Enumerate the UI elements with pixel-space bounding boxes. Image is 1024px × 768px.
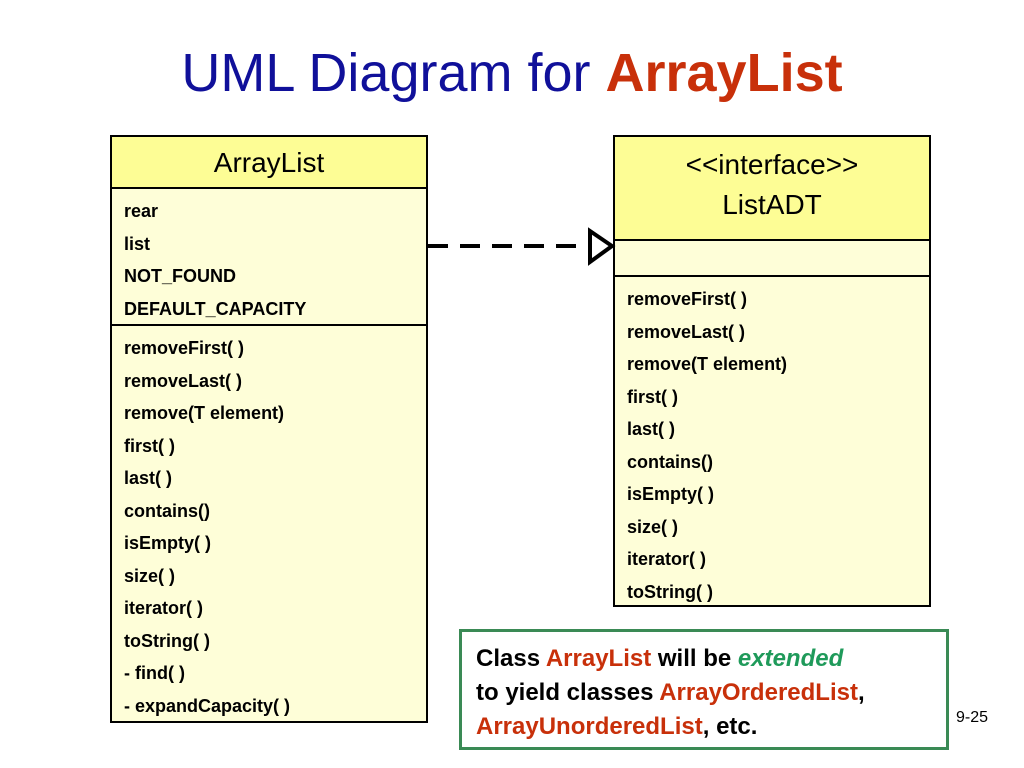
note-line-3: ArrayUnorderedList, etc. [476,710,932,744]
note-text: , [857,679,865,706]
note-text: , etc. [702,713,758,740]
note-class-name: ArrayUnorderedList [476,713,703,740]
note-line-1: Class ArrayList will be extended [476,642,932,676]
method-item: contains() [627,451,714,472]
method-item: last( ) [124,468,173,488]
note-class-name: ArrayOrderedList [659,679,858,706]
class-box-listadt: <<interface>> ListADT removeFirst( ) rem… [613,135,931,607]
title-highlight: ArrayList [605,43,843,103]
note-line-2: to yield classes ArrayOrderedList, [476,676,932,710]
attribute-item: rear [124,201,159,221]
methods-section: removeFirst( ) removeLast( ) remove(T el… [615,277,929,612]
page-number: 9-25 [956,709,989,726]
methods-section: removeFirst( ) removeLast( ) remove(T el… [112,326,426,726]
method-item: remove(T element) [124,403,285,423]
attributes-section [615,241,929,277]
class-name: ListADT [722,189,822,220]
attributes-section: rear list NOT_FOUND DEFAULT_CAPACITY [112,189,426,326]
class-box-arraylist: ArrayList rear list NOT_FOUND DEFAULT_CA… [110,135,428,723]
method-item: last( ) [627,419,676,439]
note-text: to yield classes [476,679,660,706]
method-item: toString( ) [124,630,210,651]
hollow-triangle-arrowhead [588,227,616,266]
class-header: <<interface>> ListADT [615,137,929,241]
note-class-name: ArrayList [545,645,652,672]
method-item: removeLast( ) [124,370,243,391]
title-prefix: UML Diagram for [181,43,606,103]
method-item: isEmpty( ) [627,484,715,504]
method-item: - expandCapacity( ) [124,695,291,716]
method-item: - find( ) [124,663,185,683]
slide-title: UML Diagram for ArrayList [0,42,1024,104]
attribute-item: NOT_FOUND [124,266,236,286]
method-item: isEmpty( ) [124,533,212,553]
method-item: remove(T element) [627,354,788,374]
method-item: size( ) [124,565,176,586]
class-name: ArrayList [112,137,426,189]
note-text: Class [476,645,546,672]
method-item: size( ) [627,516,679,537]
attribute-item: list [124,233,151,254]
method-item: iterator( ) [124,598,204,618]
attribute-item: DEFAULT_CAPACITY [124,298,307,319]
note-emphasis: extended [737,645,844,672]
note-text: will be [651,645,738,672]
method-item: removeFirst( ) [124,338,245,358]
method-item: removeFirst( ) [627,289,748,309]
method-item: contains() [124,500,211,521]
method-item: iterator( ) [627,549,707,569]
method-item: first( ) [124,435,175,456]
method-item: removeLast( ) [627,321,746,342]
note-box: Class ArrayList will be extended to yiel… [459,629,949,750]
stereotype-label: <<interface>> [685,149,859,180]
method-item: first( ) [627,386,678,407]
method-item: toString( ) [627,581,713,602]
